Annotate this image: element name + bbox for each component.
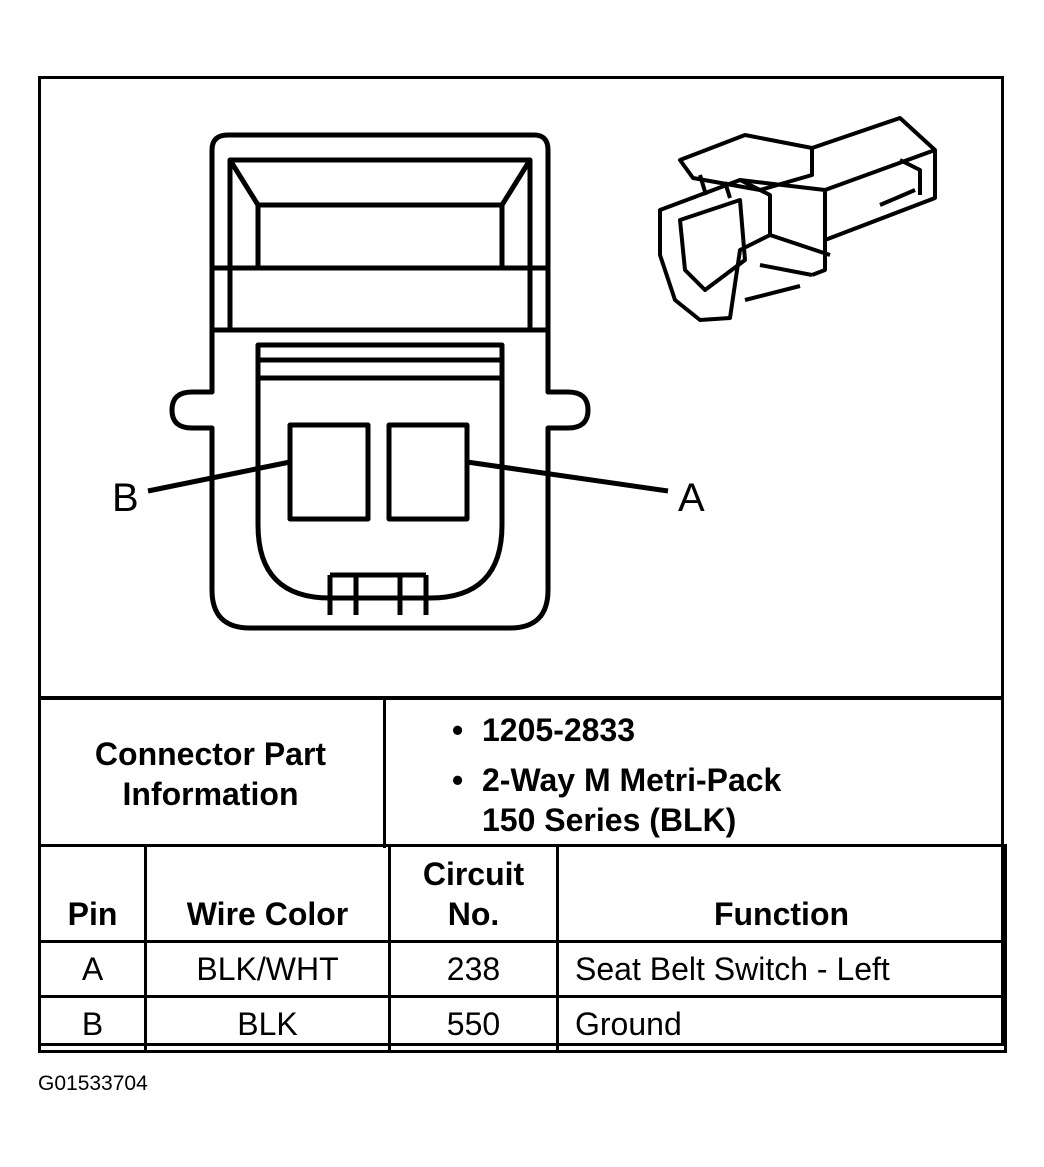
header-wire-color: Wire Color bbox=[144, 844, 391, 943]
header-circuit-line-1: Circuit bbox=[422, 856, 525, 892]
header-pin: Pin bbox=[38, 844, 147, 943]
connector-face-outline bbox=[169, 132, 591, 631]
heading-line-2: Information bbox=[122, 776, 299, 812]
figure-code: G01533704 bbox=[38, 1072, 148, 1095]
row-a-circuit: 238 bbox=[388, 940, 559, 998]
table-row: A BLK/WHT 238 Seat Belt Switch - Left bbox=[38, 940, 1007, 998]
connector-type-line-2: 150 Series (BLK) bbox=[482, 802, 737, 838]
bottom-key bbox=[327, 572, 429, 615]
heading-line-1: Connector Part bbox=[94, 736, 327, 772]
pin-label-b: B bbox=[112, 476, 139, 520]
connector-info-heading: Connector Part Information bbox=[38, 700, 386, 848]
header-circuit-line-2: No. bbox=[447, 896, 500, 932]
bullet-2-symbol: • bbox=[452, 762, 464, 798]
header-circuit: Circuit No. bbox=[388, 844, 559, 943]
part-number: 1205-2833 bbox=[482, 712, 636, 748]
connector-drawing bbox=[147, 116, 937, 631]
pin-label-a: A bbox=[678, 476, 705, 520]
leader-line-b bbox=[147, 459, 291, 494]
row-b-function: Ground bbox=[556, 995, 1007, 1053]
row-a-pin: A bbox=[38, 940, 147, 998]
latch-inner bbox=[227, 157, 533, 333]
leader-line-a bbox=[466, 459, 669, 494]
connector-type-line-1: 2-Way M Metri-Pack bbox=[482, 762, 782, 798]
header-function: Function bbox=[556, 844, 1007, 943]
terminal-a bbox=[386, 422, 470, 522]
table-row: B BLK 550 Ground bbox=[38, 995, 1007, 1053]
cavity-outline bbox=[255, 342, 505, 601]
latch-bevel bbox=[227, 158, 533, 208]
table-header-row: Pin Wire Color Circuit No. Function bbox=[38, 844, 1007, 943]
terminal-b bbox=[287, 422, 371, 522]
bullet-1-symbol: • bbox=[452, 712, 464, 748]
row-b-pin: B bbox=[38, 995, 147, 1053]
row-b-circuit: 550 bbox=[388, 995, 559, 1053]
row-b-wire-color: BLK bbox=[144, 995, 391, 1053]
pinout-table: Pin Wire Color Circuit No. Function A BL… bbox=[38, 844, 1007, 1053]
connector-info-section: Connector Part Information • 1205-2833 •… bbox=[38, 696, 1004, 848]
row-a-function: Seat Belt Switch - Left bbox=[556, 940, 1007, 998]
row-a-wire-color: BLK/WHT bbox=[144, 940, 391, 998]
connector-info-list: • 1205-2833 • 2-Way M Metri-Pack 150 Ser… bbox=[390, 700, 1000, 848]
connector-isometric bbox=[658, 116, 937, 322]
